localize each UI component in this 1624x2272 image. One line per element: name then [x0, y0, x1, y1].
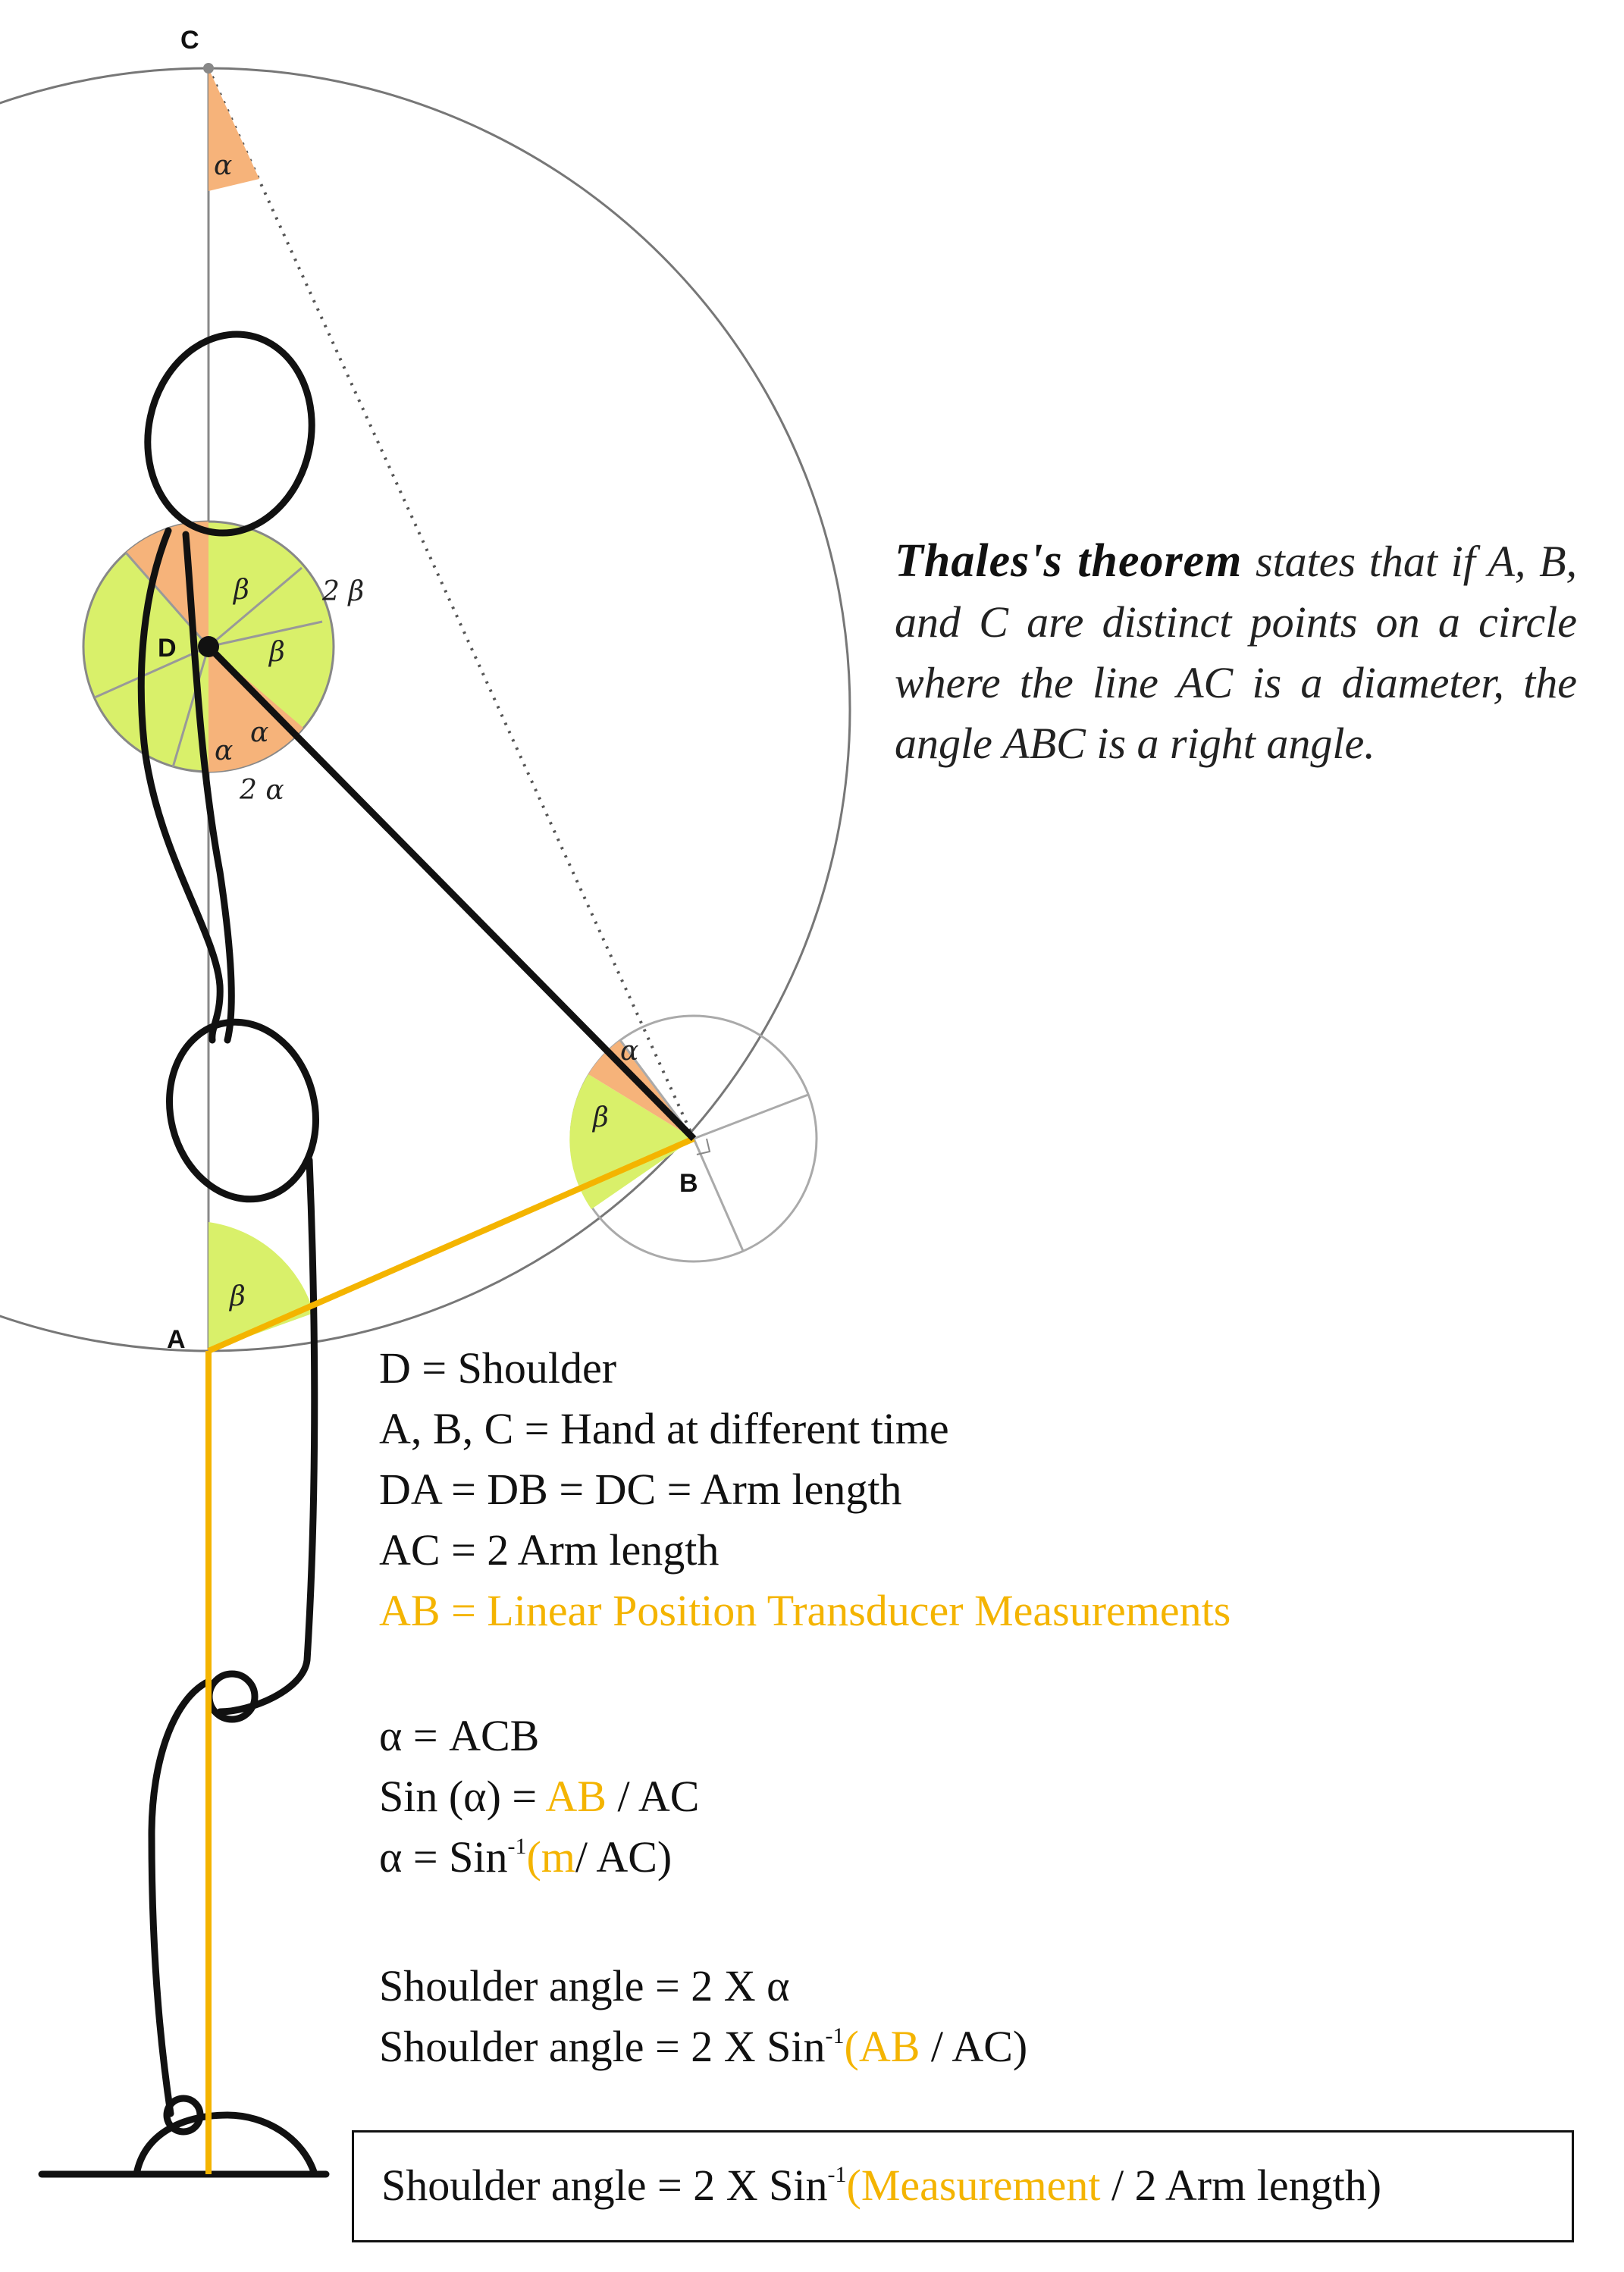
result-superscript: -1 [827, 2162, 847, 2187]
sine-suffix: / AC [606, 1772, 700, 1821]
point-d-dot [198, 636, 219, 657]
alpha-label-d-left: α [215, 735, 233, 766]
definition-measurement: AB = Linear Position Transducer Measurem… [379, 1586, 1231, 1635]
alpha-label-d-right: α [250, 717, 268, 748]
alpha-definition: α = ACB [379, 1711, 540, 1760]
definition-arm-length: DA = DB = DC = Arm length [379, 1465, 902, 1514]
shoulder-open: ( [844, 2022, 859, 2071]
beta-label-b: β [591, 1102, 609, 1133]
label-c: C [180, 26, 199, 55]
theorem-statement: Thales's theorem states that if A, B, an… [895, 531, 1577, 774]
arm-line-db [205, 644, 697, 1142]
alpha-wedge-c [208, 68, 259, 191]
result-formula-box: Shoulder angle = 2 X Sin-1(Measurement /… [352, 2130, 1574, 2242]
alpha-equations-block: α = ACB Sin (α) = AB / AC α = Sin-1(m/ A… [379, 1706, 699, 1888]
shoulder-equation-1: Shoulder angle = 2 X α [379, 1961, 790, 2010]
label-b: B [679, 1169, 698, 1198]
result-prefix: Shoulder angle = 2 X Sin [381, 2161, 828, 2210]
label-a: A [167, 1325, 186, 1354]
sine-prefix: Sin (α) = [379, 1772, 546, 1821]
sine-ab: AB [545, 1772, 607, 1821]
sine-equation: Sin (α) = AB / AC [379, 1766, 699, 1827]
beta-label-d-upper: β [232, 575, 249, 606]
beta-label-d-lower: β [268, 637, 285, 668]
theorem-title: Thales's theorem [895, 535, 1243, 587]
human-figure [38, 331, 330, 2178]
result-suffix: / 2 Arm length) [1100, 2161, 1382, 2210]
result-open: ( [846, 2161, 861, 2210]
inverse-sine-equation: α = Sin-1(m/ AC) [379, 1827, 699, 1888]
definition-ac: AC = 2 Arm length [379, 1525, 720, 1575]
inverse-superscript: -1 [507, 1834, 527, 1859]
result-measurement: Measurement [861, 2161, 1101, 2210]
definition-hand: A, B, C = Hand at different time [379, 1404, 949, 1453]
alpha-label-b: α [620, 1036, 638, 1067]
beta-wedge-a [208, 1222, 314, 1351]
shoulder-ab: AB [858, 2022, 920, 2071]
definitions-block: D = Shoulder A, B, C = Hand at different… [379, 1338, 1231, 1641]
definition-shoulder: D = Shoulder [379, 1343, 617, 1393]
label-d: D [158, 634, 177, 663]
shoulder-superscript: -1 [825, 2023, 845, 2048]
beta-label-a: β [228, 1281, 246, 1312]
shoulder-equations-block: Shoulder angle = 2 X α Shoulder angle = … [379, 1956, 1027, 2077]
two-beta-label: 2 β [321, 576, 364, 607]
measurement-lines [205, 1136, 695, 2174]
shoulder-prefix: Shoulder angle = 2 X Sin [379, 2022, 826, 2071]
shoulder-equation-2: Shoulder angle = 2 X Sin-1(AB / AC) [379, 2017, 1027, 2077]
shoulder-suffix: / AC) [920, 2022, 1028, 2071]
inverse-suffix: / AC) [575, 1832, 672, 1882]
inverse-open: ( [526, 1832, 541, 1882]
inverse-m: m [541, 1832, 575, 1882]
point-c-dot [203, 63, 214, 74]
alpha-label-c: α [214, 150, 232, 181]
inverse-prefix: α = Sin [379, 1832, 508, 1882]
theorem-text: states that if A, B, and C are distinct … [895, 537, 1577, 768]
two-alpha-label: 2 α [239, 775, 284, 806]
